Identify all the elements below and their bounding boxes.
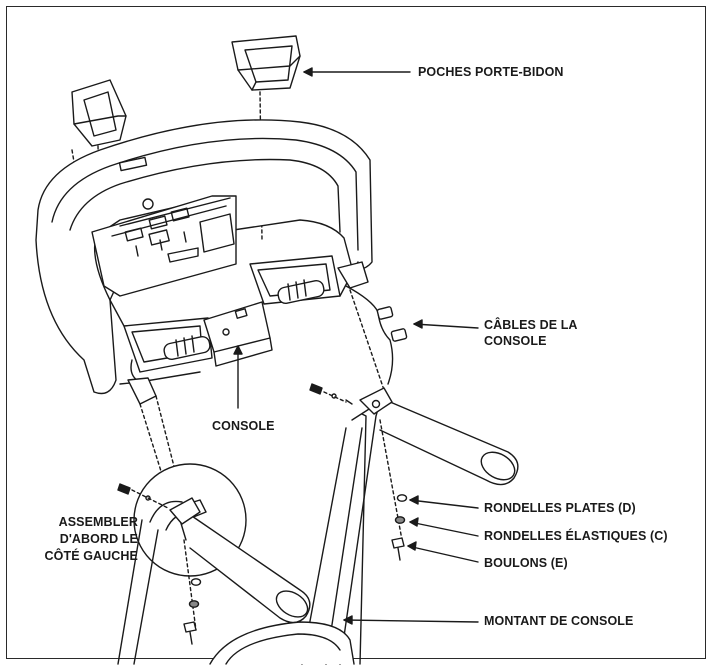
label-boulons: BOULONS (E)	[484, 556, 568, 570]
upright-left	[117, 497, 311, 665]
label-rondelles-plates: RONDELLES PLATES (D)	[484, 501, 636, 515]
label-assembler-line3: CÔTÉ GAUCHE	[44, 549, 138, 563]
console-frame	[35, 119, 373, 405]
base-frame	[209, 621, 355, 665]
bottle-holder-left	[71, 79, 127, 147]
label-poches: POCHES PORTE-BIDON	[418, 65, 564, 79]
hardware-left	[117, 483, 202, 645]
label-assembler-line1: ASSEMBLER	[58, 515, 138, 529]
upright-right	[301, 387, 519, 665]
label-console: CONSOLE	[212, 419, 275, 433]
label-assembler-line2: D'ABORD LE	[59, 532, 138, 546]
console-cables	[345, 285, 408, 385]
label-montant: MONTANT DE CONSOLE	[484, 614, 634, 628]
hardware-right	[309, 383, 408, 561]
diagram-frame	[6, 6, 706, 659]
bottle-holder-right	[231, 35, 301, 91]
label-cables-line2: CONSOLE	[484, 334, 547, 348]
label-rondelles-elastiques: RONDELLES ÉLASTIQUES (C)	[484, 529, 668, 543]
leader-lines	[233, 67, 479, 625]
label-cables-line1: CÂBLES DE LA	[484, 318, 578, 332]
